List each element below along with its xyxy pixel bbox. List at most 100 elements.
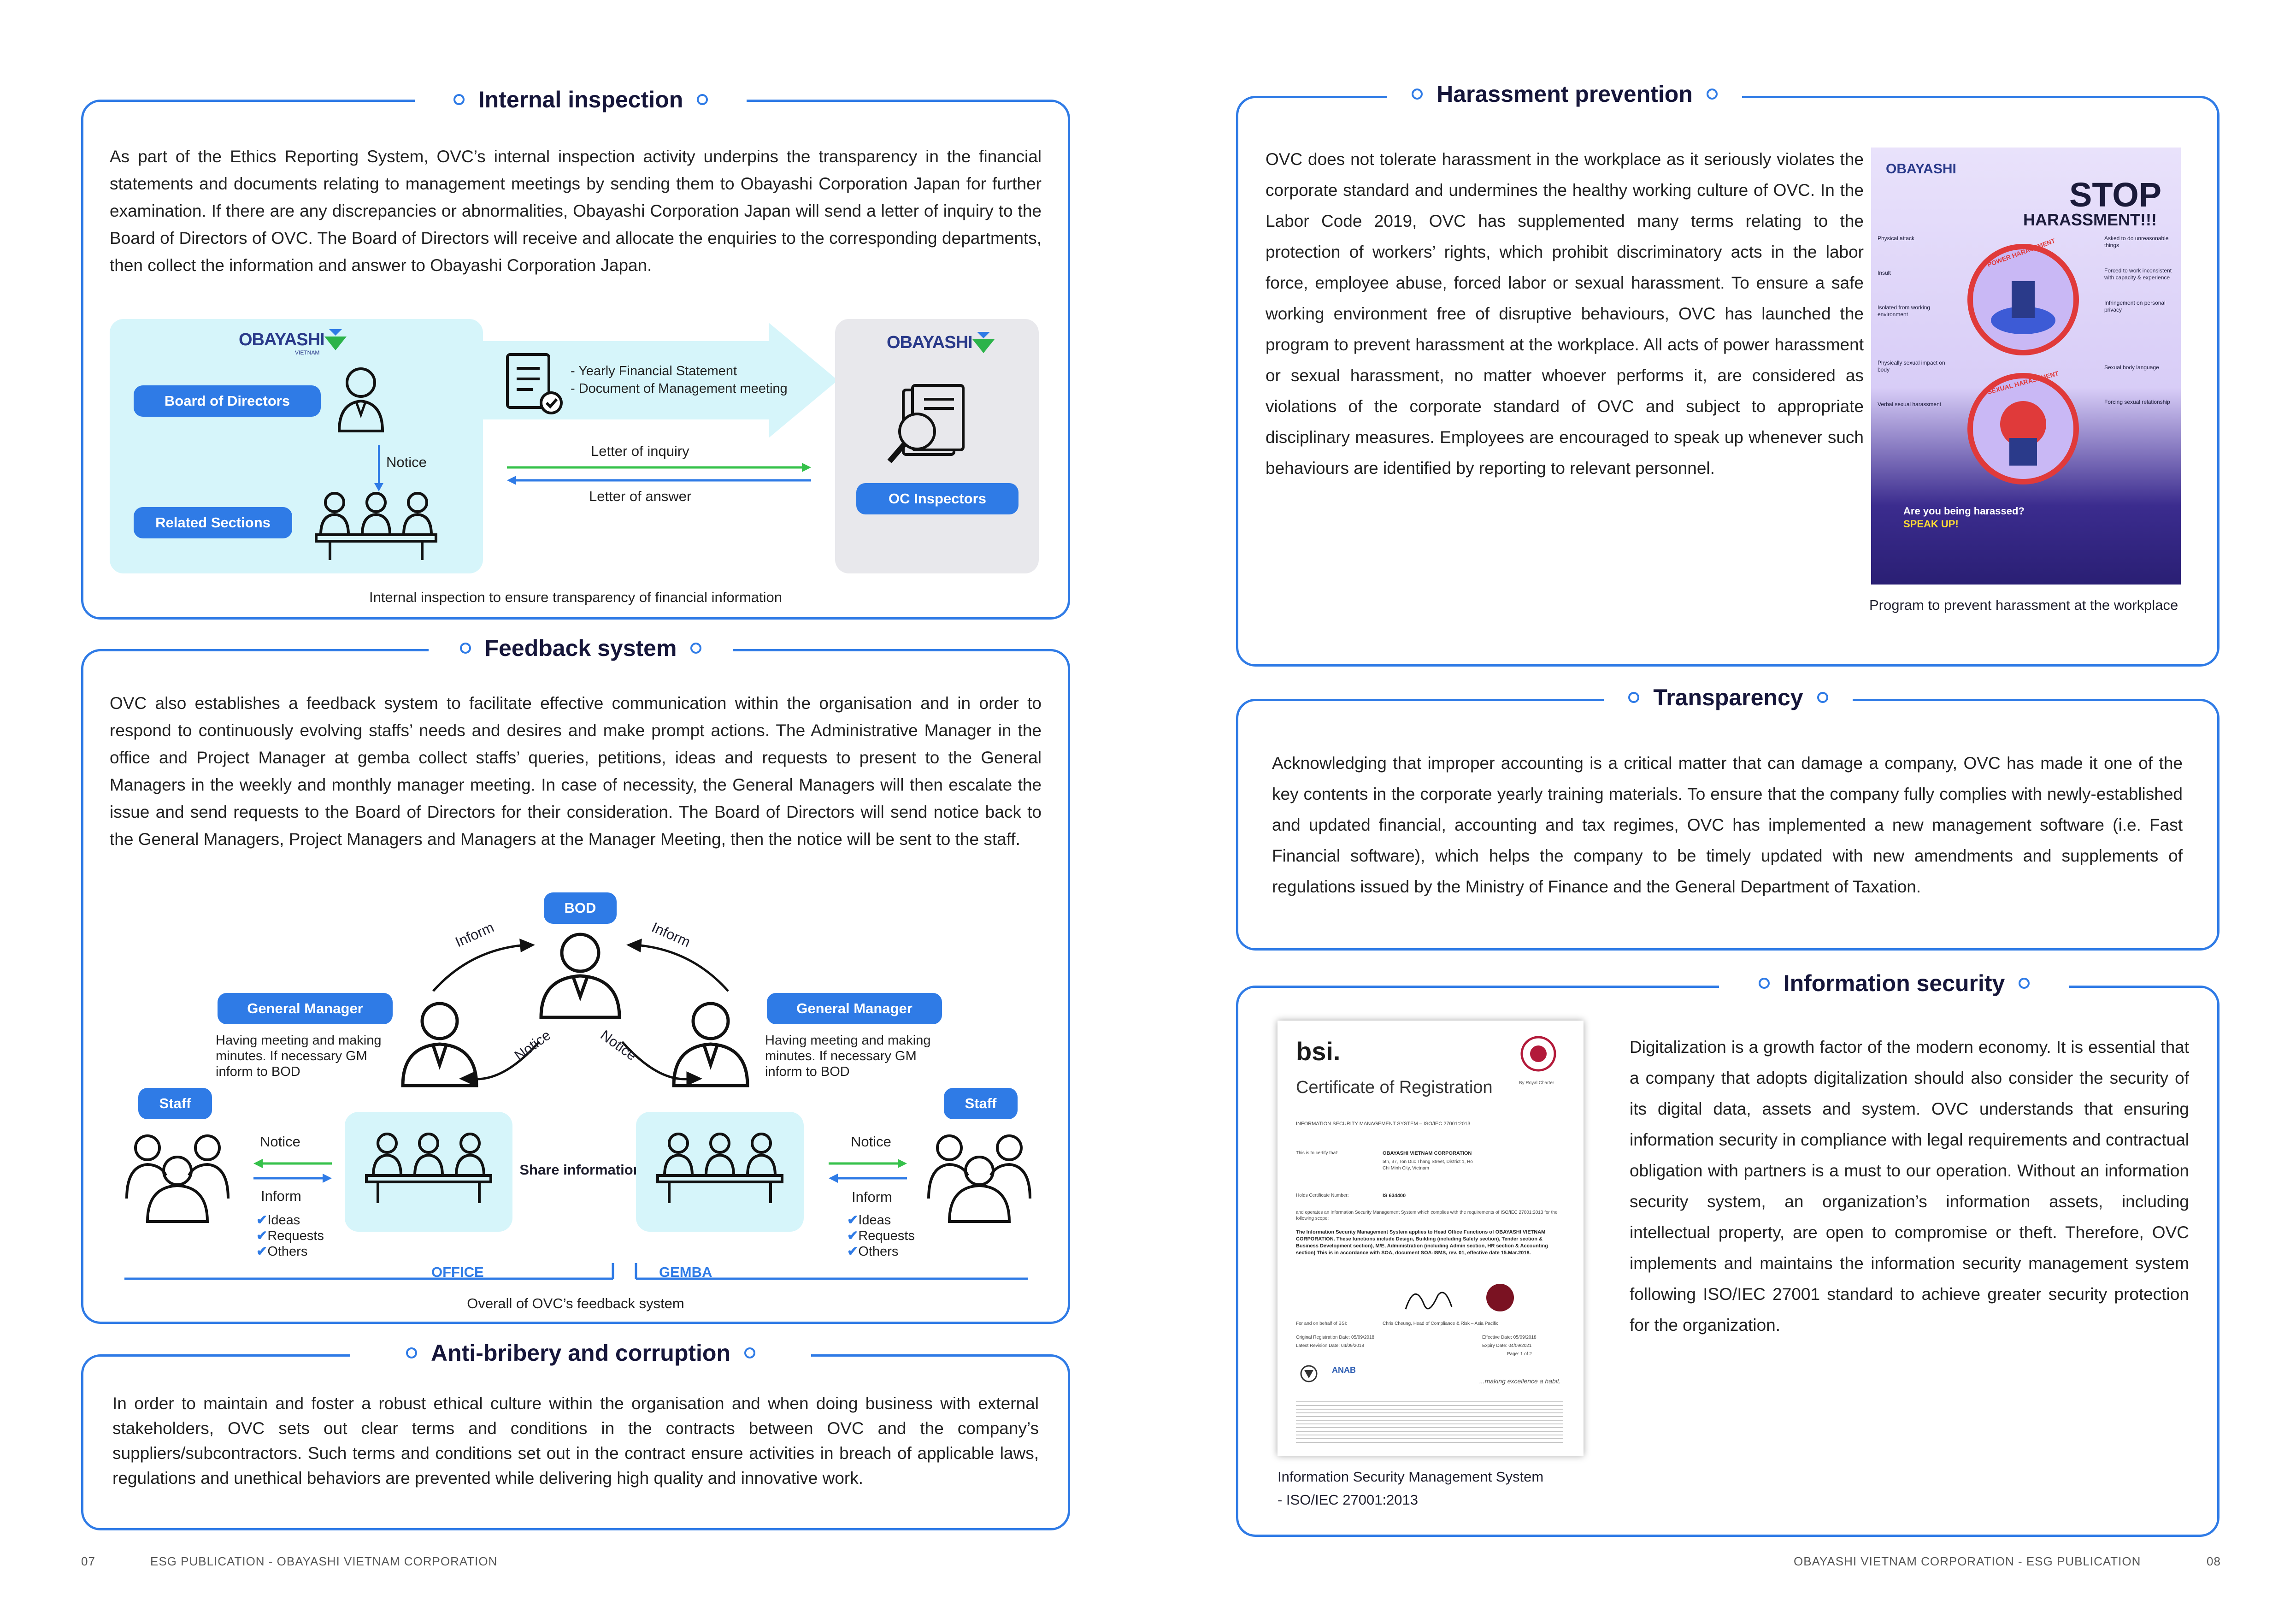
item-requests: ✔Requests <box>256 1228 324 1243</box>
title-dot-icon <box>453 94 465 105</box>
inquiry-arrow-icon <box>507 463 811 472</box>
general-manager-left-badge: General Manager <box>218 993 393 1024</box>
footer-left-text: ESG PUBLICATION - OBAYASHI VIETNAM CORPO… <box>150 1554 498 1568</box>
cert-title: Certificate of Registration <box>1296 1078 1493 1097</box>
footer-right-text: OBAYASHI VIETNAM CORPORATION - ESG PUBLI… <box>1794 1554 2141 1568</box>
inform-staff-left-arrow-icon <box>253 1174 332 1183</box>
inform-staff-left-label: Inform <box>261 1188 301 1204</box>
poster-labels-left: Physical attack Insult Isolated from wor… <box>1878 235 1945 407</box>
information-security-title: Information security <box>1719 967 2069 999</box>
cert-number: IS 634400 <box>1383 1193 1406 1199</box>
document-search-icon <box>887 384 965 463</box>
item-requests: ✔Requests <box>847 1228 915 1243</box>
obayashi-japan-logo: OBAYASHI <box>887 333 973 352</box>
obayashi-logo-mark-icon <box>972 332 995 353</box>
title-dot-icon <box>459 643 471 654</box>
staff-right-items: ✔Ideas ✔Requests ✔Others <box>847 1212 915 1259</box>
cert-page: Page: 1 of 2 <box>1507 1352 1532 1357</box>
harassment-prevention-title: Harassment prevention <box>1387 78 1742 110</box>
cert-operates: and operates an Information Security Man… <box>1296 1210 1558 1221</box>
signature-icon <box>1405 1292 1453 1310</box>
check-icon: ✔ <box>256 1213 268 1228</box>
documents-arrow <box>483 323 838 438</box>
document-check-icon <box>506 353 563 414</box>
meeting-group-icon <box>315 492 437 560</box>
gm-right-description: Having meeting and making minutes. If ne… <box>765 1033 931 1079</box>
title-dot-icon <box>690 643 702 654</box>
office-meeting-icon <box>365 1133 492 1203</box>
title-dot-icon <box>1817 692 1828 703</box>
transparency-body: Acknowledging that improper accounting i… <box>1272 754 2183 896</box>
title-dot-icon <box>1706 89 1718 100</box>
notice-staff-right-arrow-icon <box>829 1159 907 1168</box>
cert-scope: The Information Security Management Syst… <box>1296 1229 1548 1256</box>
check-icon: ✔ <box>256 1244 268 1259</box>
seal-stamp-icon <box>1486 1284 1514 1311</box>
answer-arrow-icon <box>507 476 811 485</box>
doc-management-meeting: - Document of Management meeting <box>571 381 788 396</box>
title-dot-icon <box>744 1347 755 1358</box>
infosec-caption-line1: Information Security Management System <box>1278 1469 1544 1485</box>
information-security-body: Digitalization is a growth factor of the… <box>1630 1038 2189 1335</box>
iso-certificate <box>1278 1021 1584 1456</box>
notice-staff-right-label: Notice <box>851 1134 891 1150</box>
gemba-meeting-icon <box>656 1133 783 1203</box>
cert-effective-date: Effective Date: 05/09/2018 <box>1482 1335 1537 1340</box>
harassment-caption: Program to prevent harassment at the wor… <box>1869 597 2178 613</box>
cert-brand: bsi. <box>1296 1037 1341 1066</box>
staff-left-items: ✔Ideas ✔Requests ✔Others <box>256 1212 324 1259</box>
oc-inspectors-badge: OC Inspectors <box>856 483 1018 514</box>
poster-speak-up: SPEAK UP! <box>1903 518 1959 530</box>
bod-badge: BOD <box>544 892 617 924</box>
gm-left-description: Having meeting and making minutes. If ne… <box>216 1033 382 1079</box>
check-icon: ✔ <box>847 1228 859 1243</box>
cert-holder-label: Holds Certificate Number: <box>1296 1193 1349 1198</box>
related-sections-badge: Related Sections <box>134 507 292 538</box>
footer-right-page-number: 08 <box>2207 1554 2221 1568</box>
logo-subtext: VIETNAM <box>295 349 320 356</box>
anab-badge: ANAB <box>1332 1365 1356 1375</box>
notice-staff-left-arrow-icon <box>253 1159 332 1168</box>
board-person-icon <box>337 367 384 432</box>
cert-footnote-lines <box>1296 1401 1563 1443</box>
cert-tagline: ...making excellence a habit. <box>1479 1377 1561 1385</box>
cert-signer: Chris Cheung, Head of Compliance & Risk … <box>1383 1321 1499 1326</box>
feedback-system-title: Feedback system <box>429 632 733 664</box>
doc-yearly-financial: - Yearly Financial Statement <box>571 364 737 378</box>
inform-staff-right-arrow-icon <box>829 1174 907 1183</box>
notice-staff-left-label: Notice <box>260 1134 300 1150</box>
title-dot-icon <box>406 1347 417 1358</box>
anti-bribery-title: Anti-bribery and corruption <box>350 1337 811 1369</box>
item-ideas: ✔Ideas <box>847 1213 891 1228</box>
item-ideas: ✔Ideas <box>256 1213 300 1228</box>
sexual-harassment-circle-icon <box>1967 373 2079 484</box>
obayashi-logo-mark-icon <box>324 329 347 350</box>
notice-down-arrow-icon <box>374 445 383 491</box>
title-dot-icon <box>697 94 708 105</box>
poster-question: Are you being harassed? <box>1903 505 2025 517</box>
title-dot-icon <box>2019 978 2030 989</box>
feedback-system-body: OVC also establishes a feedback system t… <box>110 694 1042 849</box>
title-dot-icon <box>1412 89 1423 100</box>
transparency-title: Transparency <box>1604 681 1853 714</box>
infosec-caption-line2: - ISO/IEC 27001:2013 <box>1278 1492 1419 1508</box>
letter-of-answer-label: Letter of answer <box>589 488 692 504</box>
flow-arc-icon <box>432 939 729 1086</box>
office-label: OFFICE <box>431 1264 484 1280</box>
poster-headline: HARASSMENT!!! <box>2023 210 2157 229</box>
general-manager-right-badge: General Manager <box>767 993 942 1024</box>
staff-right-group-icon <box>927 1134 1031 1223</box>
poster-logo: OBAYASHI <box>1886 161 1956 177</box>
staff-left-group-icon <box>125 1134 230 1223</box>
obayashi-vietnam-logo: OBAYASHI <box>239 330 325 349</box>
cert-system: INFORMATION SECURITY MANAGEMENT SYSTEM –… <box>1296 1121 1471 1127</box>
item-others: ✔Others <box>256 1244 308 1259</box>
harassment-prevention-body: OVC does not tolerate harassment in the … <box>1266 150 1864 478</box>
cert-royal: By Royal Charter <box>1519 1081 1554 1086</box>
bod-person-icon <box>539 933 621 1019</box>
item-others: ✔Others <box>847 1244 899 1259</box>
anti-bribery-panel <box>81 1354 1070 1530</box>
gm-left-person-icon <box>401 1002 478 1087</box>
staff-left-badge: Staff <box>138 1088 212 1119</box>
check-icon: ✔ <box>847 1213 859 1228</box>
